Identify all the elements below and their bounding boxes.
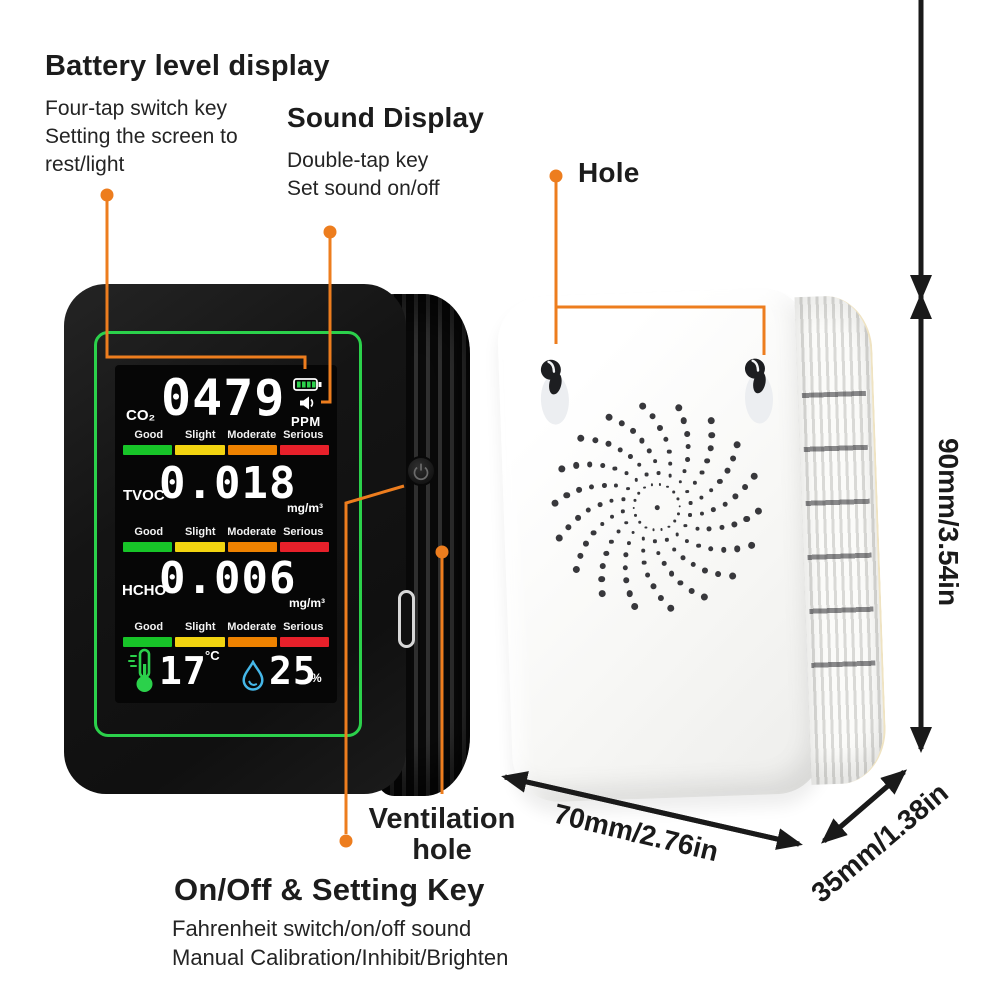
power-setting-button [406,456,436,486]
scale-serious: Serious [283,621,324,633]
battery-annotation-desc: Four-tap switch key Setting the screen t… [45,95,238,179]
sound-annotation-desc: Double-tap key Set sound on/off [287,147,440,203]
battery-desc-line: Setting the screen to [45,125,238,148]
power-button-icon [413,463,429,481]
hcho-unit: mg/m³ [289,596,325,610]
battery-pointer-dot [100,188,114,202]
onoff-annotation-desc: Fahrenheit switch/on/off sound Manual Ca… [172,914,508,972]
usb-c-port [398,590,415,648]
scale-good: Good [134,429,164,441]
onoff-desc-line: Manual Calibration/Inhibit/Brighten [172,945,509,970]
co2-monitor-front: CO₂ 0479 PPM Good Slight Moderate Seriou… [64,284,406,794]
humidity-value: 25 [269,649,317,693]
scale-serious: Serious [283,526,324,538]
battery-icon [293,378,322,391]
hcho-value: 0.006 [159,553,297,604]
scale-labels-row: Good Slight Moderate Serious [123,429,329,441]
temperature-value: 17 [159,649,207,693]
scale-labels-row: Good Slight Moderate Serious [123,621,329,633]
sound-pointer-dot [323,225,337,239]
sound-annotation-title: Sound Display [287,102,485,133]
scale-slight: Slight [184,526,216,538]
scale-slight: Slight [184,429,216,441]
co2-value: 0479 [161,369,286,427]
battery-desc-line: Four-tap switch key [45,97,228,120]
scale-bars-row [123,542,329,552]
scale-bars-row [123,637,329,647]
co2-label: CO₂ [126,407,156,424]
lcd-display: CO₂ 0479 PPM Good Slight Moderate Seriou… [115,365,337,703]
humidity-unit: % [311,671,322,685]
scale-slight: Slight [184,621,216,633]
battery-desc-line: rest/light [45,153,125,176]
dimension-height: 90mm/3.54in [933,437,964,607]
scale-good: Good [134,526,164,538]
dimension-width: 70mm/2.76in [550,797,722,868]
hole-pointer-dot [549,169,563,183]
onoff-annotation-title: On/Off & Setting Key [174,872,485,907]
hcho-label: HCHO [122,582,167,599]
sound-desc-line: Double-tap key [287,149,429,172]
battery-annotation-title: Battery level display [45,50,330,82]
co2-unit: PPM [291,414,321,429]
tvoc-value: 0.018 [159,458,297,509]
scale-bars-row [123,445,329,455]
hole-annotation-title: Hole [578,157,640,188]
onoff-desc-line: Fahrenheit switch/on/off sound [172,916,472,941]
water-drop-icon [242,660,264,691]
scale-serious: Serious [283,429,324,441]
device-back-panel [496,286,824,804]
speaker-icon [300,396,314,410]
side-vent-grille [794,294,888,785]
scale-moderate: Moderate [227,526,277,538]
monitor-back-view [496,277,888,810]
sound-desc-line: Set sound on/off [287,177,440,200]
ventilation-line2: hole [412,834,472,866]
scale-moderate: Moderate [227,621,277,633]
scale-labels-row: Good Slight Moderate Serious [123,526,329,538]
temperature-unit: °C [205,648,220,663]
ventilation-annotation-title: Ventilation hole [348,804,536,866]
mounting-keyhole-left-icon [540,359,569,425]
scale-good: Good [134,621,164,633]
tvoc-label: TVOC [123,487,165,504]
scale-moderate: Moderate [227,429,277,441]
tvoc-unit: mg/m³ [287,501,323,515]
thermometer-icon [128,648,153,692]
mounting-keyhole-right-icon [744,358,774,424]
ventilation-line1: Ventilation [368,803,516,835]
